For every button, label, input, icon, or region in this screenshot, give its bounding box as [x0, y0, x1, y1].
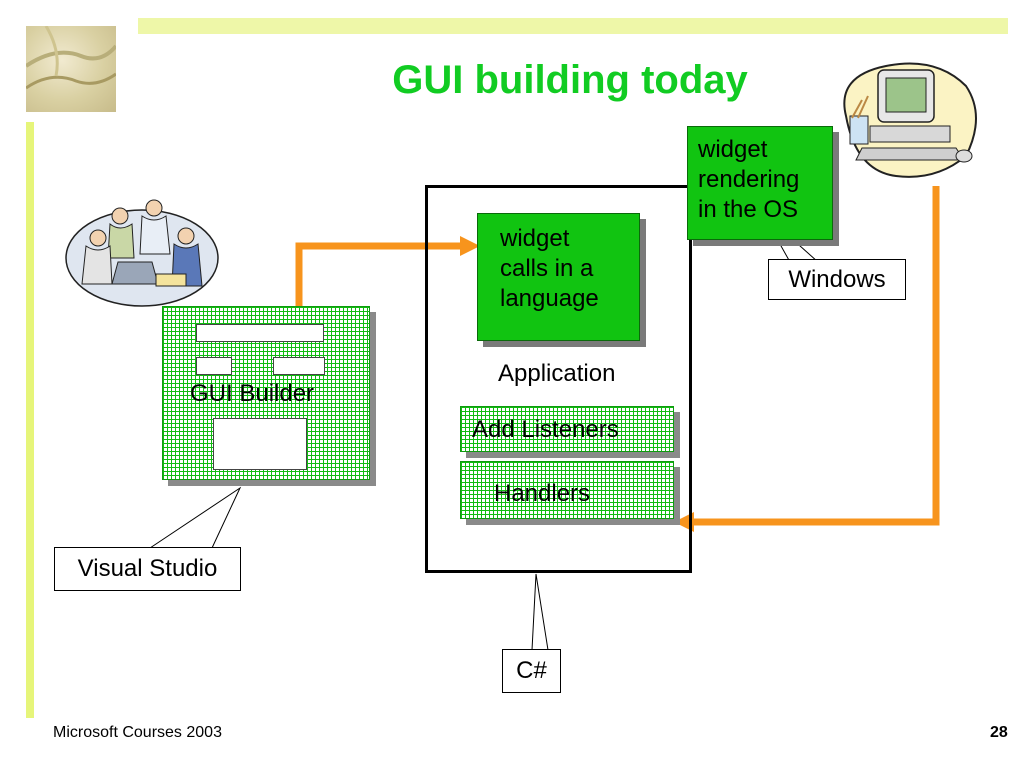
builder-to-widget-arrow: [295, 242, 462, 306]
builder-to-widget-arrowhead: [460, 236, 480, 256]
builder-widget-panel: [213, 418, 307, 470]
top-accent-bar: [138, 18, 1008, 34]
team-clipart-icon: [65, 199, 219, 307]
corner-photo-icon: [26, 26, 116, 112]
handlers-box: [460, 461, 674, 519]
widget-calls-line-2: calls in a: [500, 255, 594, 282]
widget-rendering-line-3: in the OS: [698, 196, 799, 223]
computer-clipart-icon: [843, 62, 977, 178]
application-container: [425, 185, 692, 573]
slide-title: GUI building today: [392, 58, 748, 102]
builder-widget-small-left: [196, 357, 232, 375]
builder-widget-bar: [196, 324, 324, 342]
page-number: 28: [990, 724, 1008, 741]
widget-rendering-line-2: rendering: [698, 166, 800, 193]
windows-callout: Windows: [768, 259, 906, 300]
add-listeners-box: [460, 406, 674, 452]
application-label: Application: [498, 360, 616, 387]
builder-widget-small-right: [273, 357, 325, 375]
csharp-pointer: [531, 573, 549, 651]
gui-builder-label: GUI Builder: [190, 380, 315, 407]
widget-rendering-box: widget rendering in the OS: [687, 126, 833, 240]
handlers-label: Handlers: [494, 480, 591, 507]
widget-rendering-line-1: widget: [698, 136, 768, 163]
visual-studio-pointer: [149, 486, 242, 549]
widget-calls-line-1: widget: [500, 225, 570, 252]
os-to-handlers-arrow: [690, 186, 940, 526]
visual-studio-callout: Visual Studio: [54, 547, 241, 591]
footer-course-label: Microsoft Courses 2003: [53, 724, 222, 741]
csharp-callout: C#: [502, 649, 561, 693]
add-listeners-label: Add Listeners: [472, 416, 619, 443]
left-accent-bar: [26, 122, 34, 718]
widget-calls-box: widget calls in a language: [477, 213, 640, 341]
widget-calls-line-3: language: [500, 285, 599, 312]
